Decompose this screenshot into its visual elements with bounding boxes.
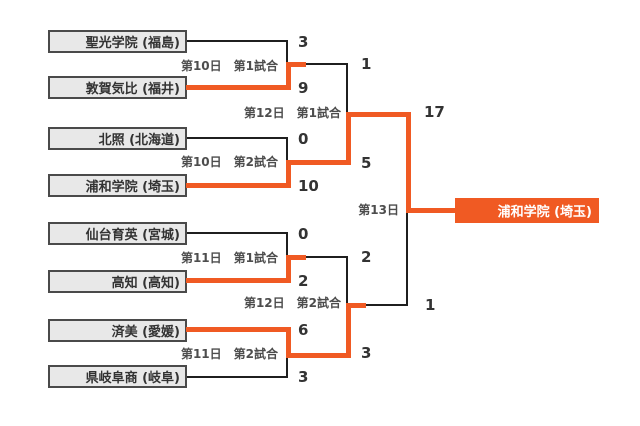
team-box-hokusho: 北照 (北海道)	[48, 127, 187, 150]
team-name: 北照 (北海道)	[98, 133, 180, 148]
team-box-saibi: 済美 (愛媛)	[48, 319, 187, 342]
winner-line-final-down	[406, 112, 411, 213]
bracket-line-hokusho-out	[187, 137, 288, 139]
bracket-line-sendai-out	[187, 232, 288, 234]
bracket-line-seiko-out	[187, 40, 288, 42]
winner-stub-game1	[286, 62, 306, 67]
winner-line-kochi-out	[186, 278, 291, 283]
score-r1-kochi: 2	[298, 272, 309, 290]
label-semi2: 第12日 第2試合	[243, 296, 341, 310]
team-name: 済美 (愛媛)	[111, 325, 180, 340]
bracket-line-seiko-down	[286, 41, 288, 66]
team-box-kochi: 高知 (高知)	[48, 270, 187, 293]
score-semi-urawa: 5	[361, 154, 372, 172]
score-semi-saibi: 3	[361, 344, 372, 362]
bracket-line-sendai-down	[286, 233, 288, 259]
team-box-urawa-gakuin: 浦和学院 (埼玉)	[48, 174, 187, 197]
score-semi-kochi: 2	[361, 248, 372, 266]
score-r1-sendai: 0	[298, 225, 309, 243]
winner-line-saibi-down	[286, 327, 291, 358]
bracket-line-kengifusho-out	[187, 376, 288, 378]
bracket-line-game1-to-semi1	[298, 63, 348, 65]
score-r1-saibi: 6	[298, 321, 309, 339]
team-name: 敦賀気比 (福井)	[85, 82, 180, 97]
team-box-sendai-ikuei: 仙台育英 (宮城)	[48, 222, 187, 245]
winner-line-semi2-vertical	[346, 303, 351, 358]
winner-line-saibi-out	[186, 327, 291, 332]
winner-stub-game3	[286, 255, 306, 260]
winner-line-game4-to-semi2	[286, 353, 351, 358]
winner-line-kochi-up	[286, 255, 291, 283]
score-r1-hokusho: 0	[298, 130, 309, 148]
team-name: 仙台育英 (宮城)	[85, 228, 180, 243]
champion-name: 浦和学院 (埼玉)	[497, 205, 592, 220]
winner-line-game2-to-semi1	[286, 160, 351, 165]
label-game2: 第10日 第2試合	[180, 155, 278, 169]
team-box-seiko-gakuin: 聖光学院 (福島)	[48, 30, 187, 53]
winner-line-tsurugakehi-up	[286, 62, 291, 90]
team-name: 浦和学院 (埼玉)	[85, 180, 180, 195]
winner-stub-semi2	[346, 303, 366, 308]
winner-line-semi1-to-final	[346, 112, 411, 117]
label-semi1: 第12日 第1試合	[243, 106, 341, 120]
label-game4: 第11日 第2試合	[180, 347, 278, 361]
bracket-line-game3-to-semi2	[298, 256, 348, 258]
label-game1: 第10日 第1試合	[180, 59, 278, 73]
bracket-line-semi2-to-final	[360, 304, 408, 306]
bracket-line-game3-down	[346, 256, 348, 308]
winner-line-urawa-up	[286, 160, 291, 188]
team-name: 県岐阜商 (岐阜)	[85, 371, 180, 386]
champion-box: 浦和学院 (埼玉)	[455, 198, 599, 223]
team-box-tsuruga-kehi: 敦賀気比 (福井)	[48, 76, 187, 99]
label-game3: 第11日 第1試合	[180, 251, 278, 265]
score-semi-tsurugakehi: 1	[361, 55, 372, 73]
score-r1-seiko: 3	[298, 33, 309, 51]
winner-line-semi1-up	[346, 112, 351, 165]
score-r1-kengifusho: 3	[298, 368, 309, 386]
winner-line-final-to-champion	[406, 208, 456, 213]
winner-line-urawa-out	[186, 183, 291, 188]
bracket-line-kengifusho-up	[286, 353, 288, 378]
bracket-line-game1-down	[346, 63, 348, 117]
label-final: 第13日	[358, 203, 399, 217]
bracket-line-semi2-up	[406, 210, 408, 306]
score-final-saibi: 1	[425, 296, 436, 314]
team-box-kengifusho: 県岐阜商 (岐阜)	[48, 365, 187, 388]
team-name: 高知 (高知)	[111, 276, 180, 291]
winner-line-tsurugakehi-out	[186, 85, 291, 90]
score-r1-urawa: 10	[298, 177, 319, 195]
bracket-line-hokusho-down	[286, 138, 288, 165]
team-name: 聖光学院 (福島)	[85, 36, 180, 51]
score-r1-tsurugakehi: 9	[298, 79, 309, 97]
score-final-urawa: 17	[424, 103, 445, 121]
